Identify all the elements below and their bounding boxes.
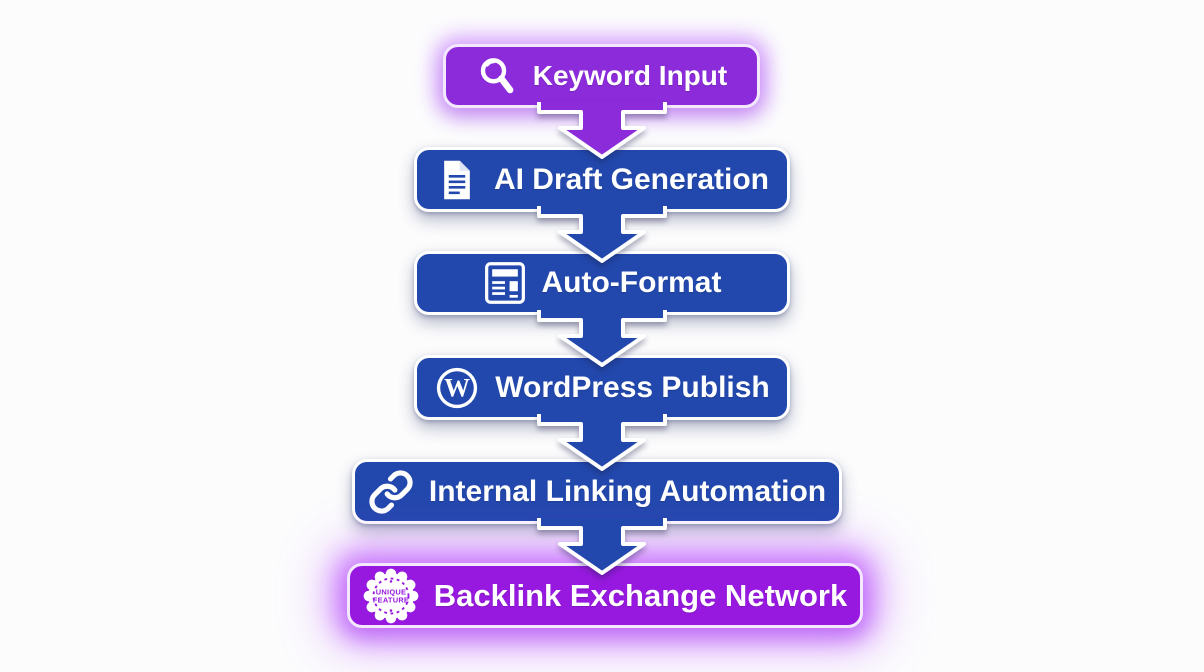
- step-label: AI Draft Generation: [493, 162, 770, 196]
- down-arrow-icon: [537, 518, 667, 575]
- step-label: Backlink Exchange Network: [433, 577, 848, 613]
- unique-feature-badge-icon: UNIQUE FEATURE: [363, 568, 419, 623]
- step-auto-format: Auto-Format: [414, 251, 790, 315]
- svg-text:W: W: [444, 373, 470, 402]
- step-keyword-input: Keyword Input: [443, 44, 760, 108]
- step-backlink-exchange-network: UNIQUE FEATURE Backlink Exchange Network: [347, 563, 863, 628]
- wordpress-icon: W: [437, 367, 478, 408]
- step-label: Auto-Format: [541, 266, 722, 299]
- svg-text:FEATURE: FEATURE: [373, 595, 409, 604]
- step-label: Internal Linking Automation: [428, 474, 827, 508]
- down-arrow-icon: [537, 102, 667, 159]
- link-icon: [369, 469, 413, 514]
- document-icon: [444, 160, 470, 199]
- search-icon: [480, 58, 514, 94]
- step-internal-linking-automation: Internal Linking Automation: [352, 459, 842, 524]
- step-label: WordPress Publish: [495, 370, 770, 404]
- down-arrow-icon: [537, 206, 667, 263]
- down-arrow-icon: [537, 310, 667, 367]
- down-arrow-icon: [537, 414, 667, 471]
- layout-icon: [484, 262, 525, 304]
- svg-text:UNIQUE: UNIQUE: [376, 587, 406, 596]
- step-label: Keyword Input: [532, 60, 728, 91]
